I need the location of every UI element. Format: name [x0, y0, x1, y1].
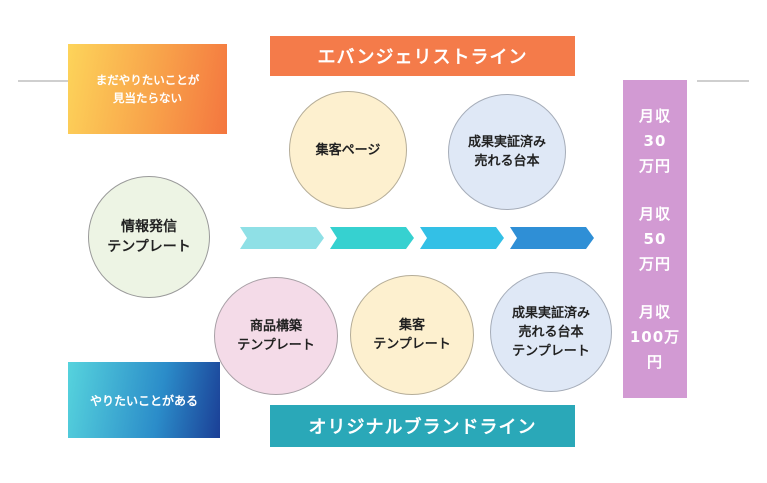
income-column: 月収 30 万円 月収 50 万円 月収 100万 円 — [623, 80, 687, 398]
right-divider-line — [697, 80, 749, 82]
progress-arrow-3 — [420, 227, 504, 249]
found-label: やりたいことがある — [68, 362, 220, 438]
original-brand-line-text: オリジナルブランドライン — [308, 417, 537, 438]
original-brand-line-header: オリジナルブランドライン — [270, 405, 575, 447]
not-found-label: まだやりたいことが 見当たらない — [68, 44, 227, 134]
info-template-text: 情報発信 テンプレート — [107, 219, 191, 255]
income-50: 月収 50 万円 — [638, 204, 671, 273]
info-template-circle: 情報発信 テンプレート — [88, 176, 210, 298]
found-text: やりたいことがある — [89, 393, 198, 408]
collect-template-text: 集客 テンプレート — [373, 318, 451, 352]
proven-script-template-text: 成果実証済み 売れる台本 テンプレート — [511, 305, 590, 359]
product-template-text: 商品構築 テンプレート — [237, 319, 315, 353]
progress-arrow-2 — [330, 227, 414, 249]
proven-script-text: 成果実証済み 売れる台本 — [467, 135, 546, 169]
income-100: 月収 100万 円 — [629, 302, 681, 371]
evangelist-line-header: エバンジェリストライン — [270, 36, 575, 76]
collect-page-circle: 集客ページ — [289, 91, 407, 209]
progress-arrow-1 — [240, 227, 324, 249]
left-divider-line — [18, 80, 70, 82]
product-template-circle: 商品構築 テンプレート — [214, 277, 338, 395]
evangelist-line-text: エバンジェリストライン — [317, 47, 528, 68]
proven-script-circle: 成果実証済み 売れる台本 — [448, 94, 566, 210]
progress-arrow-4 — [510, 227, 594, 249]
collect-template-circle: 集客 テンプレート — [350, 275, 474, 395]
collect-page-text: 集客ページ — [315, 142, 381, 158]
not-found-text: まだやりたいことが 見当たらない — [95, 73, 200, 105]
proven-script-template-circle: 成果実証済み 売れる台本 テンプレート — [490, 272, 612, 392]
income-30: 月収 30 万円 — [638, 106, 671, 175]
